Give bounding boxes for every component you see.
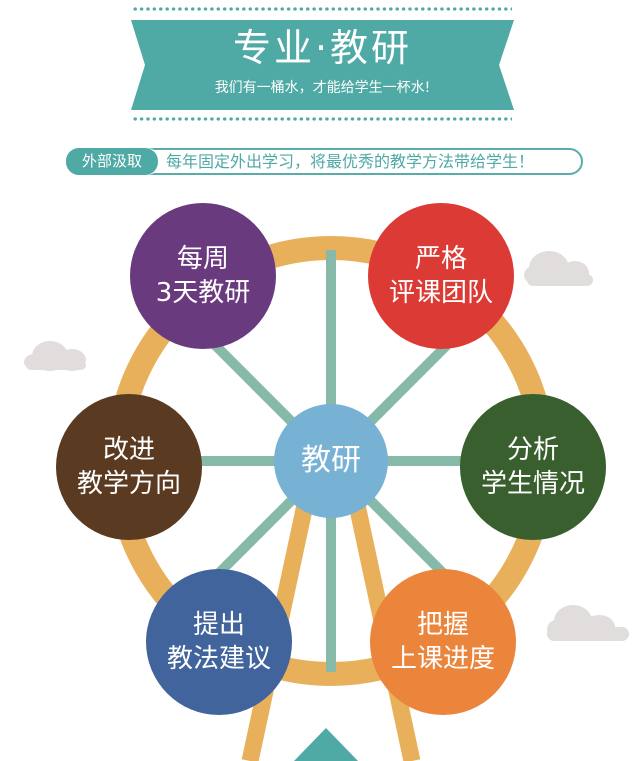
node-line2: 教学方向 [76, 469, 181, 499]
node-line1: 严格 [414, 244, 467, 274]
node-line2: 学生情况 [480, 469, 585, 499]
node-class-progress: 把握 上课进度 [370, 569, 516, 715]
node-line2: 评课团队 [388, 278, 493, 308]
banner-bottom-dotted-line [132, 117, 512, 121]
node-improve-teaching: 改进 教学方向 [56, 394, 202, 540]
node-line1: 改进 [102, 435, 155, 465]
node-propose-methods: 提出 教法建议 [146, 569, 292, 715]
bottom-triangle [294, 728, 358, 761]
node-weekly-research: 每周 3天教研 [130, 203, 276, 349]
hub-label: 教研 [301, 443, 361, 478]
node-line1: 分析 [506, 435, 559, 465]
banner-title: 专业·教研 [232, 26, 413, 70]
node-line1: 每周 [176, 244, 229, 274]
node-line2: 教法建议 [166, 644, 271, 674]
node-line2: 3天教研 [155, 278, 251, 308]
tagline-text: 每年固定外出学习，将最优秀的教学方法带给学生！ [166, 152, 535, 171]
hub-circle: 教研 [274, 404, 388, 518]
banner-subtitle: 我们有一桶水，才能给学生一杯水! [214, 80, 431, 96]
node-line1: 把握 [416, 610, 469, 640]
node-analyze-students: 分析 学生情况 [460, 394, 606, 540]
node-strict-review-team: 严格 评课团队 [368, 203, 514, 349]
banner-top-dotted-line [132, 7, 512, 11]
node-line2: 上课进度 [390, 644, 495, 674]
banner-ribbon [131, 20, 514, 110]
node-line1: 提出 [192, 610, 245, 640]
tagline-badge: 外部汲取 [66, 148, 158, 175]
